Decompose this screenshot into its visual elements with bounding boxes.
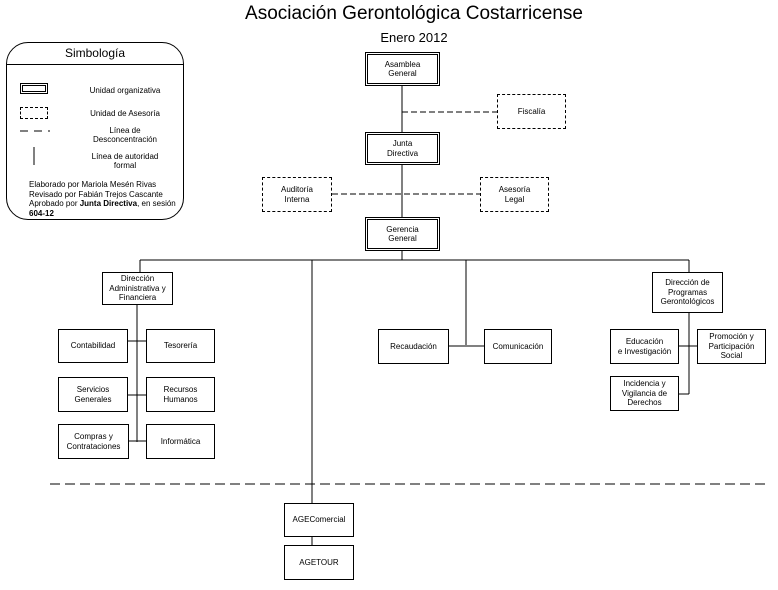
- unit-comunicacion: Comunicación: [484, 329, 552, 364]
- legend-label-authority: Línea de autoridad formal: [91, 152, 159, 170]
- unit-junta-directiva: Junta Directiva: [365, 132, 440, 165]
- legend-label-advisory: Unidad de Asesoría: [90, 109, 160, 118]
- unit-promocion-participacion: Promoción y Participación Social: [697, 329, 766, 364]
- legend-advisory-symbol: [20, 107, 48, 119]
- unit-agecomercial: AGEComercial: [284, 503, 354, 537]
- legend-label-org-unit: Unidad organizativa: [89, 86, 161, 95]
- legend-org-unit-symbol: [20, 83, 48, 94]
- unit-asesoria-legal: Asesoría Legal: [480, 177, 549, 212]
- unit-compras-contrataciones: Compras y Contrataciones: [58, 424, 129, 459]
- unit-asamblea-general: Asamblea General: [365, 52, 440, 86]
- legend-label-deconcentration: Línea de Desconcentración: [92, 126, 158, 144]
- unit-educacion-investigacion: Educación e Investigación: [610, 329, 679, 364]
- unit-contabilidad: Contabilidad: [58, 329, 128, 363]
- unit-recursos-humanos: Recursos Humanos: [146, 377, 215, 412]
- credit-prepared: Elaborado por Mariola Mesén Rivas: [29, 180, 157, 189]
- unit-fiscalia: Fiscalía: [497, 94, 566, 129]
- credit-session: 604-12: [29, 208, 54, 218]
- legend-credits: Elaborado por Mariola Mesén Rivas Revisa…: [29, 180, 189, 218]
- unit-informatica: Informática: [146, 424, 215, 459]
- chart-date: Enero 2012: [380, 30, 448, 45]
- unit-agetour: AGETOUR: [284, 545, 354, 580]
- credit-reviewed: Revisado por Fabián Trejos Cascante: [29, 189, 163, 199]
- unit-direccion-programas: Dirección de Programas Gerontológicos: [652, 272, 723, 313]
- unit-gerencia-general: Gerencia General: [365, 217, 440, 251]
- unit-tesoreria: Tesorería: [146, 329, 215, 363]
- legend-title: Simbología: [7, 43, 183, 65]
- unit-direccion-administrativa: Dirección Administrativa y Financiera: [102, 272, 173, 305]
- unit-servicios-generales: Servicios Generales: [58, 377, 128, 412]
- credit-approved: Aprobado por Junta Directiva, en sesión: [29, 199, 176, 208]
- unit-recaudacion: Recaudación: [378, 329, 449, 364]
- unit-auditoria-interna: Auditoría Interna: [262, 177, 332, 212]
- legend: Simbología Unidad organizativa Unidad de…: [6, 42, 184, 220]
- chart-title: Asociación Gerontológica Costarricense: [245, 3, 583, 24]
- unit-incidencia-vigilancia: Incidencia y Vigilancia de Derechos: [610, 376, 679, 411]
- legend-authority-symbol: [33, 147, 35, 165]
- legend-deconcentration-symbol: [20, 130, 50, 132]
